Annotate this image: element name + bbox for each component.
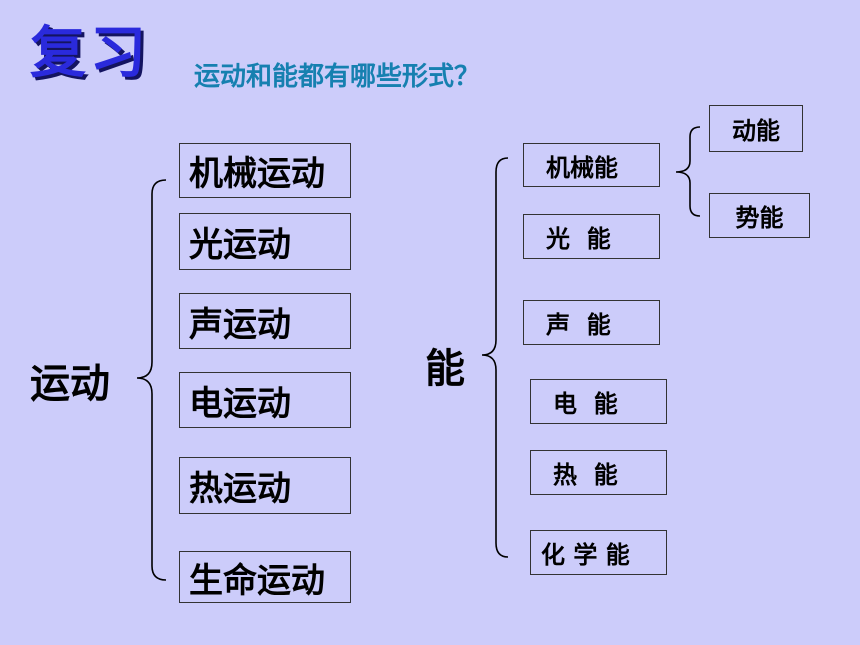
motion-item-light: 光运动 bbox=[179, 213, 351, 270]
motion-item-life: 生命运动 bbox=[179, 551, 351, 603]
slide-question: 运动和能都有哪些形式？ bbox=[194, 62, 481, 92]
slide-title: 复习 bbox=[30, 21, 150, 86]
energy-item-light: 光 能 bbox=[523, 214, 660, 259]
energy-item-electric: 电 能 bbox=[530, 379, 667, 424]
motion-item-mechanical: 机械运动 bbox=[179, 143, 351, 198]
energy-item-sound: 声 能 bbox=[523, 300, 660, 345]
energy-brace bbox=[481, 157, 509, 558]
mechanical-energy-brace bbox=[675, 126, 701, 217]
motion-item-heat: 热运动 bbox=[179, 457, 351, 514]
energy-sub-potential: 势能 bbox=[709, 193, 810, 238]
energy-sub-kinetic: 动能 bbox=[709, 105, 803, 152]
energy-item-heat: 热 能 bbox=[530, 450, 667, 495]
energy-item-mechanical: 机械能 bbox=[523, 143, 660, 187]
energy-label: 能 bbox=[425, 346, 465, 392]
motion-item-sound: 声运动 bbox=[179, 293, 351, 349]
energy-item-chemical: 化 学 能 bbox=[530, 530, 667, 575]
motion-label: 运动 bbox=[30, 361, 110, 407]
motion-brace bbox=[136, 179, 167, 581]
motion-item-electric: 电运动 bbox=[179, 372, 351, 428]
